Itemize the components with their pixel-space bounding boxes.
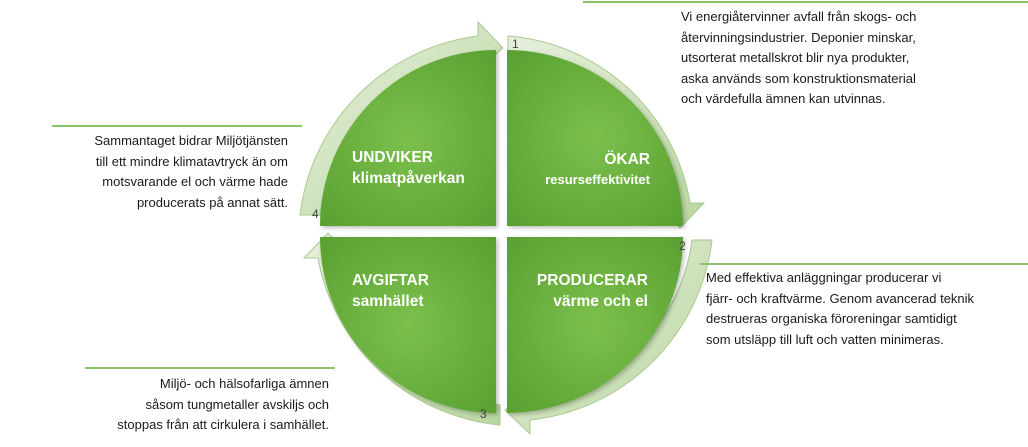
description-line: Vi energiåtervinner avfall från skogs- o…: [681, 9, 917, 24]
rule-top: [583, 1, 1028, 3]
arrow-2-to-3: [504, 239, 713, 436]
q2-line2: värme och el: [553, 293, 648, 310]
description-line: Med effektiva anläggningar producerar vi: [706, 270, 942, 285]
description-line: destrueras organiska föroreningar samtid…: [706, 311, 957, 326]
description-line: såsom tungmetaller avskiljs och: [145, 396, 329, 412]
step-number-4: 4: [312, 207, 319, 221]
description-line: aska används som konstruktionsmaterial: [681, 70, 916, 86]
description-line: motsvarande el och värme hade: [102, 174, 288, 189]
q1-line2: resurseffektivitet: [545, 172, 650, 187]
quadrant-q4: [320, 50, 496, 226]
quadrant-q1: [507, 50, 683, 226]
rule-left: [52, 125, 302, 127]
description-step-3: Miljö- och hälsofarliga ämnen såsom tung…: [85, 374, 329, 436]
step-number-1: 1: [512, 37, 519, 51]
q3-line1: AVGIFTAR: [352, 272, 429, 289]
rule-bottom: [85, 367, 335, 369]
description-line: Sammantaget bidrar Miljötjänsten: [94, 133, 288, 148]
description-line: producerats på annat sätt.: [136, 194, 288, 210]
q3-line2: samhället: [352, 293, 424, 310]
quadrant-q2: [507, 237, 683, 413]
q4-line2: klimatpåverkan: [352, 170, 465, 187]
cycle-arrows: [299, 20, 713, 436]
q4-line1: UNDVIKER: [352, 149, 433, 166]
description-step-2: Med effektiva anläggningar producerar vi…: [706, 268, 974, 350]
description-line: stoppas från att cirkulera i samhället.: [117, 417, 329, 432]
q2-line1: PRODUCERAR: [537, 272, 648, 289]
step-number-3: 3: [480, 407, 487, 421]
description-step-1: Vi energiåtervinner avfall från skogs- o…: [681, 7, 916, 110]
description-line: fjärr- och kraftvärme. Genom avancerad t…: [706, 290, 975, 306]
step-number-2: 2: [679, 239, 686, 253]
description-line: Miljö- och hälsofarliga ämnen: [159, 376, 329, 391]
description-step-4: Sammantaget bidrar Miljötjänsten till et…: [52, 131, 288, 213]
description-line: och värdefulla ämnen kan utvinnas.: [681, 91, 886, 106]
description-line: till ett mindre klimatavtryck än om: [95, 153, 288, 169]
description-line: som utsläpp till luft och vatten minimer…: [706, 331, 944, 347]
quadrant-q3: [320, 237, 496, 413]
rule-right: [700, 263, 1028, 265]
description-line: återvinningsindustrier. Deponier minskar…: [681, 29, 916, 45]
q1-line1: ÖKAR: [604, 151, 650, 168]
description-line: utsorterat metallskrot blir nya produkte…: [681, 50, 910, 65]
